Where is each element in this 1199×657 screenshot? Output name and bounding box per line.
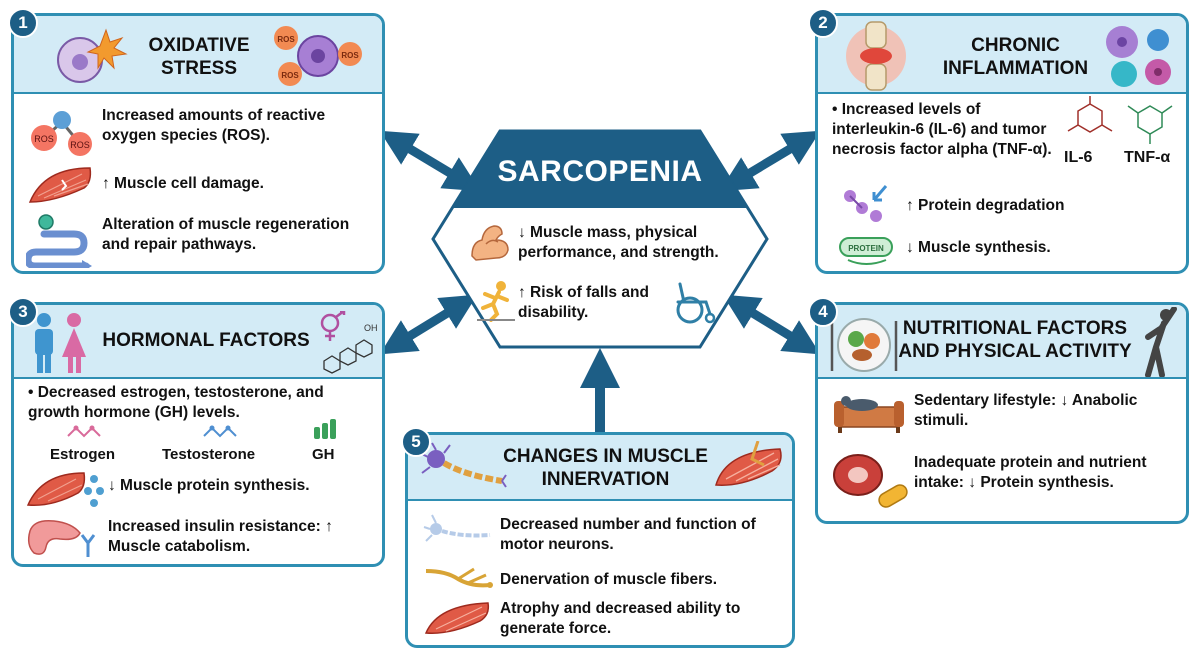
panel-hormonal-factors: HORMONAL FACTORS OH • Decreased estrogen… bbox=[11, 302, 385, 567]
panel-chronic-inflammation: CHRONIC INFLAMMATION • Increased levels … bbox=[815, 13, 1189, 274]
item-protein-degradation: ↑ Protein degradation bbox=[906, 197, 1065, 214]
item-regeneration-alteration: Alteration of muscle regeneration and re… bbox=[102, 216, 350, 253]
svg-text:ROS: ROS bbox=[34, 134, 54, 144]
panel-header: OXIDATIVE STRESS ROS ROS ROS bbox=[14, 16, 382, 94]
exercising-person-icon bbox=[1145, 307, 1177, 377]
sarcopenia-hub: SARCOPENIA ↓ Muscle mass, physical perfo… bbox=[430, 128, 770, 350]
svg-text:ROS: ROS bbox=[341, 51, 359, 60]
panel-header: CHRONIC INFLAMMATION bbox=[818, 16, 1186, 94]
atrophied-muscle-icon bbox=[424, 602, 490, 634]
item-denervation: Denervation of muscle fibers. bbox=[500, 571, 718, 588]
item-motor-neurons: Decreased number and function of motor n… bbox=[500, 516, 756, 553]
item-ros-increase: Increased amounts of reactive oxygen spe… bbox=[102, 107, 326, 144]
il6-molecule-icon bbox=[1067, 96, 1113, 133]
panel-header: CHANGES IN MUSCLE INNERVATION bbox=[408, 435, 792, 501]
svg-text:PROTEIN: PROTEIN bbox=[848, 244, 884, 253]
panel-nutritional-factors: NUTRITIONAL FACTORS AND PHYSICAL ACTIVIT… bbox=[815, 302, 1189, 524]
item-cell-damage: ↑ Muscle cell damage. bbox=[102, 175, 264, 192]
food-plate-icon bbox=[830, 318, 898, 372]
protein-degradation-icon bbox=[844, 185, 888, 222]
panel-title: OXIDATIVE STRESS bbox=[148, 35, 250, 79]
gh-label: GH bbox=[312, 446, 335, 463]
estrogen-molecule-icon bbox=[67, 425, 101, 438]
panel-number-badge: 4 bbox=[808, 297, 838, 327]
tnf-alpha-label: TNF-α bbox=[1124, 149, 1171, 166]
panel-number-badge: 3 bbox=[8, 297, 38, 327]
ros-molecules-icon: ROS ROS ROS bbox=[274, 26, 362, 86]
falling-person-icon bbox=[477, 281, 515, 322]
panel-oxidative-stress: OXIDATIVE STRESS ROS ROS ROS ROS ROS Inc… bbox=[11, 13, 385, 274]
item-protein-intake: Inadequate protein and nutrient intake: … bbox=[914, 454, 1147, 491]
panel-title: CHANGES IN MUSCLE INNERVATION bbox=[503, 446, 708, 490]
panel-title: NUTRITIONAL FACTORS AND PHYSICAL ACTIVIT… bbox=[898, 318, 1132, 362]
arrow-chronic-inflammation bbox=[719, 130, 821, 192]
pancreas-insulin-icon bbox=[27, 519, 96, 557]
panel-number-badge: 1 bbox=[8, 8, 38, 38]
protein-synthesis-icon: PROTEIN bbox=[839, 237, 893, 265]
tnf-alpha-molecule-icon bbox=[1127, 105, 1173, 144]
item-muscle-synthesis: ↓ Muscle synthesis. bbox=[906, 239, 1051, 256]
steak-pill-icon bbox=[833, 454, 908, 508]
steroid-molecule-icon: OH bbox=[320, 311, 378, 374]
svg-text:ROS: ROS bbox=[281, 71, 299, 80]
svg-text:ROS: ROS bbox=[70, 140, 90, 150]
motor-neuron-icon bbox=[423, 514, 491, 542]
arrow-nutritional-factors bbox=[722, 294, 821, 355]
male-female-icon bbox=[35, 313, 86, 373]
panel-header: HORMONAL FACTORS OH bbox=[14, 305, 382, 379]
panel-header: NUTRITIONAL FACTORS AND PHYSICAL ACTIVIT… bbox=[818, 305, 1186, 379]
panel-number-badge: 5 bbox=[401, 427, 431, 457]
immune-cells-icon bbox=[1106, 26, 1171, 87]
estrogen-label: Estrogen bbox=[50, 446, 116, 463]
panel-number-badge: 2 bbox=[808, 8, 838, 38]
item-atrophy: Atrophy and decreased ability to generat… bbox=[500, 600, 741, 637]
arrow-hormonal-factors bbox=[379, 294, 478, 355]
arrow-oxidative-stress bbox=[379, 130, 481, 192]
panel-title: HORMONAL FACTORS bbox=[102, 330, 310, 351]
item-insulin-resistance: Increased insulin resistance: ↑ Muscle c… bbox=[108, 518, 333, 555]
center-item-falls-risk: ↑ Risk of falls and disability. bbox=[518, 284, 649, 321]
il6-label: IL-6 bbox=[1064, 149, 1093, 166]
flexed-arm-icon bbox=[471, 225, 509, 261]
muscle-synthesis-icon bbox=[26, 472, 104, 507]
damaged-muscle-icon bbox=[28, 167, 92, 203]
panel-title: CHRONIC INFLAMMATION bbox=[942, 35, 1089, 79]
item-protein-synthesis: ↓ Muscle protein synthesis. bbox=[108, 477, 310, 494]
svg-text:ROS: ROS bbox=[277, 35, 295, 44]
item-sedentary-lifestyle: Sedentary lifestyle: ↓ Anabolic stimuli. bbox=[914, 392, 1138, 429]
repair-pathway-icon bbox=[26, 214, 92, 268]
center-title: SARCOPENIA bbox=[497, 155, 703, 188]
neuron-icon bbox=[419, 442, 507, 488]
panel-muscle-innervation: CHANGES IN MUSCLE INNERVATION Decreased … bbox=[405, 432, 795, 648]
center-item-muscle-mass: ↓ Muscle mass, physical performance, and… bbox=[518, 224, 719, 261]
couch-icon bbox=[834, 396, 904, 433]
denervated-nerve-icon bbox=[425, 567, 493, 588]
testosterone-molecule-icon bbox=[203, 425, 237, 438]
gh-molecule-icon bbox=[314, 419, 336, 439]
muscle-fiber-icon bbox=[715, 441, 782, 486]
wheelchair-icon bbox=[676, 282, 716, 324]
ros-molecule-icon: ROS ROS bbox=[31, 111, 92, 156]
svg-text:OH: OH bbox=[364, 323, 378, 333]
inflamed-joint-icon bbox=[846, 21, 906, 91]
item-cytokine-levels: • Increased levels of interleukin-6 (IL-… bbox=[832, 101, 1052, 158]
cell-explosion-icon bbox=[57, 28, 128, 83]
item-hormone-decrease: • Decreased estrogen, testosterone, and … bbox=[28, 384, 324, 421]
testosterone-label: Testosterone bbox=[162, 446, 256, 463]
